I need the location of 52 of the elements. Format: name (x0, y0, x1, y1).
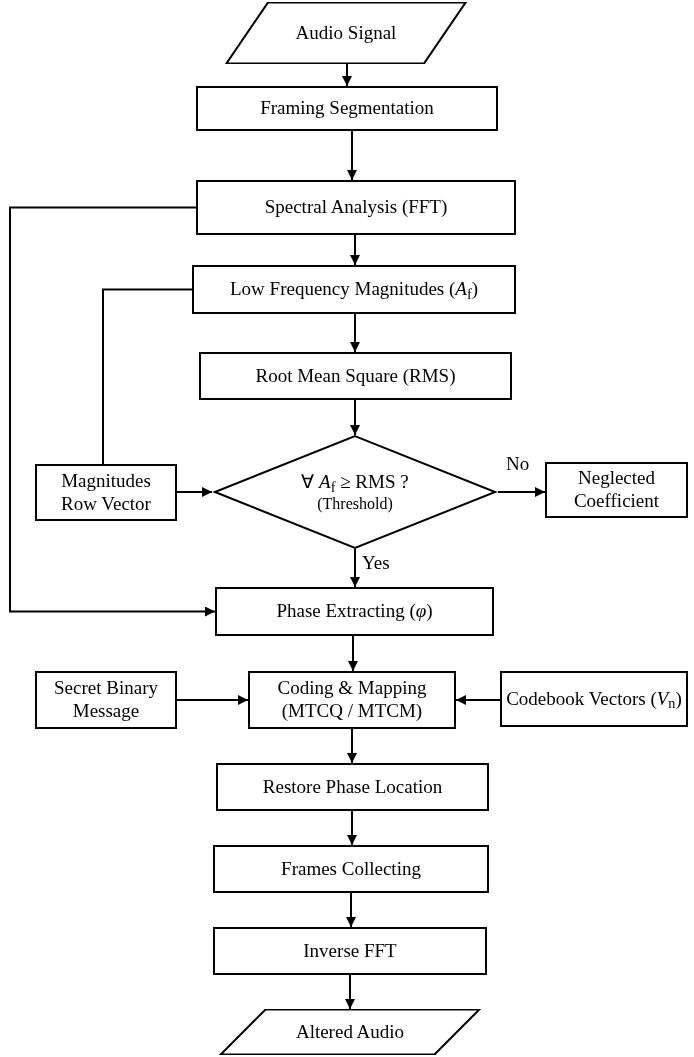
node-text: Phase Extracting (φ) (276, 600, 433, 623)
process-box (196, 180, 516, 235)
process-box (196, 86, 498, 131)
arrow (176, 695, 249, 705)
process-box (215, 587, 494, 636)
node-text: Frames Collecting (281, 857, 421, 881)
node-text: Restore Phase Location (262, 775, 443, 799)
arrow (350, 234, 360, 266)
node-text: Inverse FFT (303, 939, 397, 963)
arrow (342, 63, 352, 87)
process-box (500, 671, 688, 727)
node-text: Root Mean Square (RMS) (255, 364, 456, 388)
arrow (347, 810, 357, 846)
node-text: ∀ A$_{f}$ ≥ RMS ? (301, 471, 409, 494)
node-text: Spectral Analysis (FFT) (264, 196, 448, 219)
arrow (347, 728, 357, 764)
node-text: Secret Binary Message (53, 677, 159, 723)
process-box (213, 845, 489, 893)
node-text: Coding & Mapping (MTCQ / MTCM) (276, 677, 428, 723)
node-text: Framing Segmentation (260, 97, 434, 120)
arrow (455, 695, 501, 705)
process-box (35, 671, 177, 729)
io-parallelogram (218, 1009, 482, 1055)
node-text: Altered Audio (295, 1020, 405, 1044)
arrow (350, 399, 360, 436)
process-box (213, 927, 487, 975)
arrow (347, 130, 357, 181)
decision-diamond (212, 435, 498, 549)
process-box (545, 462, 688, 518)
arrow (497, 487, 546, 497)
node-text: Codebook Vectors (V$_{n}$) (506, 687, 682, 711)
node-text: Magnitudes Row Vector (60, 469, 152, 516)
arrow (9, 206, 216, 617)
process-box (248, 671, 456, 729)
node-text: Low Frequency Magnitudes (A$_{f}$) (230, 278, 478, 301)
node-text: Neglected Coefficient (572, 467, 661, 513)
edge-label: Yes (362, 553, 390, 572)
node-subtext: (Threshold) (317, 493, 393, 513)
io-parallelogram (224, 2, 468, 64)
arrow (350, 548, 360, 588)
arrow (346, 892, 356, 928)
process-box (35, 464, 177, 521)
edge-label: No (506, 454, 530, 473)
connector-line (102, 288, 193, 465)
arrow (176, 487, 213, 497)
arrow (348, 635, 358, 672)
node-text: Audio Signal (295, 21, 397, 45)
arrow (345, 974, 355, 1010)
process-box (192, 265, 516, 314)
arrow (350, 313, 360, 353)
process-box (199, 352, 512, 400)
process-box (216, 763, 489, 811)
